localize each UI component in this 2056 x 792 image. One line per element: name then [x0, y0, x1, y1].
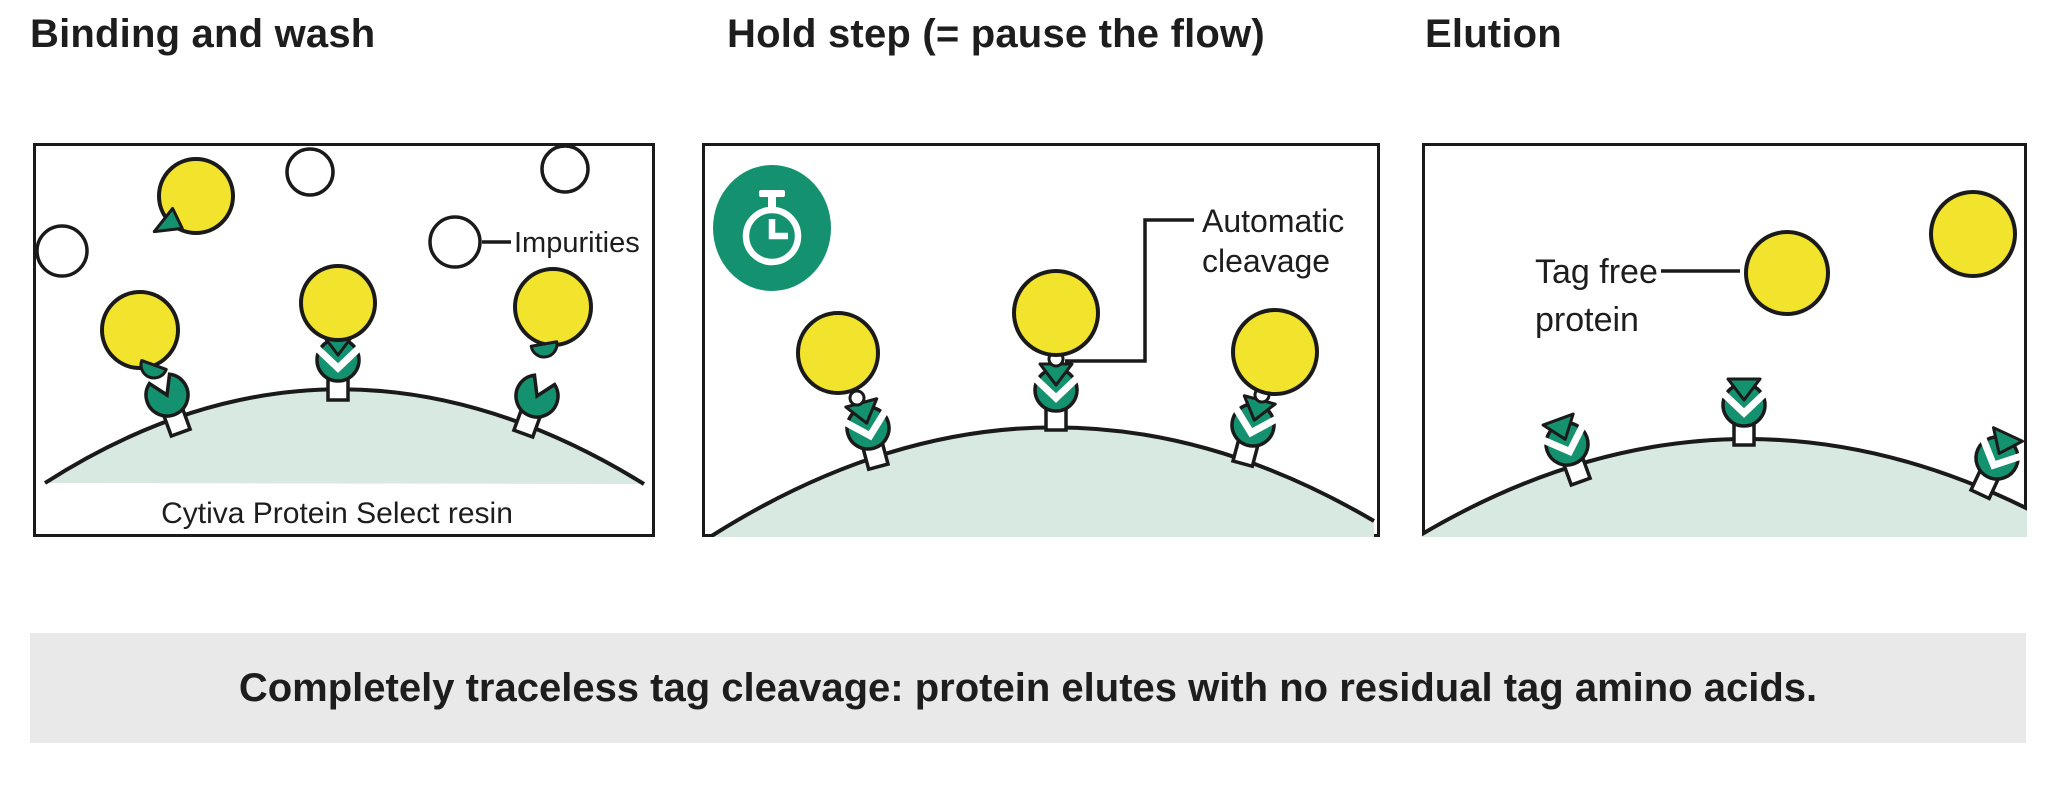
ligand-with-tag: [1033, 362, 1079, 413]
tagged-protein: [299, 264, 377, 342]
protein: [1231, 308, 1319, 396]
resin-bead: [710, 427, 1374, 537]
protein-tag: [529, 340, 559, 359]
panel-elution: Tag free protein: [1422, 143, 2027, 537]
tagfree-label-line1: Tag free: [1535, 253, 1658, 291]
impurity-circle: [285, 147, 335, 197]
protein: [1012, 269, 1100, 357]
resin-surface: [708, 425, 1376, 537]
cleavage-site-dot: [848, 389, 866, 407]
stopwatch-icon: [713, 165, 831, 291]
ligand-with-tag: [1974, 426, 2024, 481]
panel-title-elution: Elution: [1425, 12, 1562, 56]
impurities-label: Impurities: [514, 227, 640, 259]
resin-bead: [1422, 439, 2027, 537]
cleavage-pointer-line: [1065, 218, 1194, 363]
ligand-pacman: [144, 372, 190, 418]
ligand-with-tag: [1230, 394, 1278, 448]
panel-binding-and-wash: Impurities: [33, 143, 655, 537]
resin-surface: [1422, 437, 2027, 537]
panel-title-binding-and-wash: Binding and wash: [30, 12, 376, 56]
impurity-circle: [35, 224, 89, 278]
cleavage-label-line1: Automatic: [1202, 203, 1344, 239]
ligand-with-tag: [1541, 412, 1590, 467]
impurity-circle: [540, 144, 590, 194]
summary-banner: Completely traceless tag cleavage: prote…: [30, 633, 2026, 743]
tagged-protein: [100, 290, 180, 370]
tag-free-protein: [1929, 190, 2017, 278]
tagfree-label-line2: protein: [1535, 301, 1639, 339]
panel-hold-step: Automatic cleavage: [702, 143, 1380, 537]
cleavage-label-line2: cleavage: [1202, 243, 1330, 279]
ligand-with-tag: [843, 397, 891, 451]
protein: [796, 311, 880, 395]
protein-tag: [152, 206, 184, 234]
protein-tag: [139, 359, 168, 380]
ligand-with-tag: [1721, 377, 1767, 428]
tagged-protein: [513, 267, 593, 347]
tag-free-protein: [1744, 230, 1830, 316]
summary-banner-text: Completely traceless tag cleavage: prote…: [238, 665, 1818, 710]
panel-title-hold-step: Hold step (= pause the flow): [727, 12, 1265, 56]
resin-label: Cytiva Protein Select resin: [161, 497, 513, 530]
impurity-circle: [428, 215, 482, 269]
ligand-pacman: [514, 373, 560, 419]
tagged-protein: [157, 157, 235, 235]
